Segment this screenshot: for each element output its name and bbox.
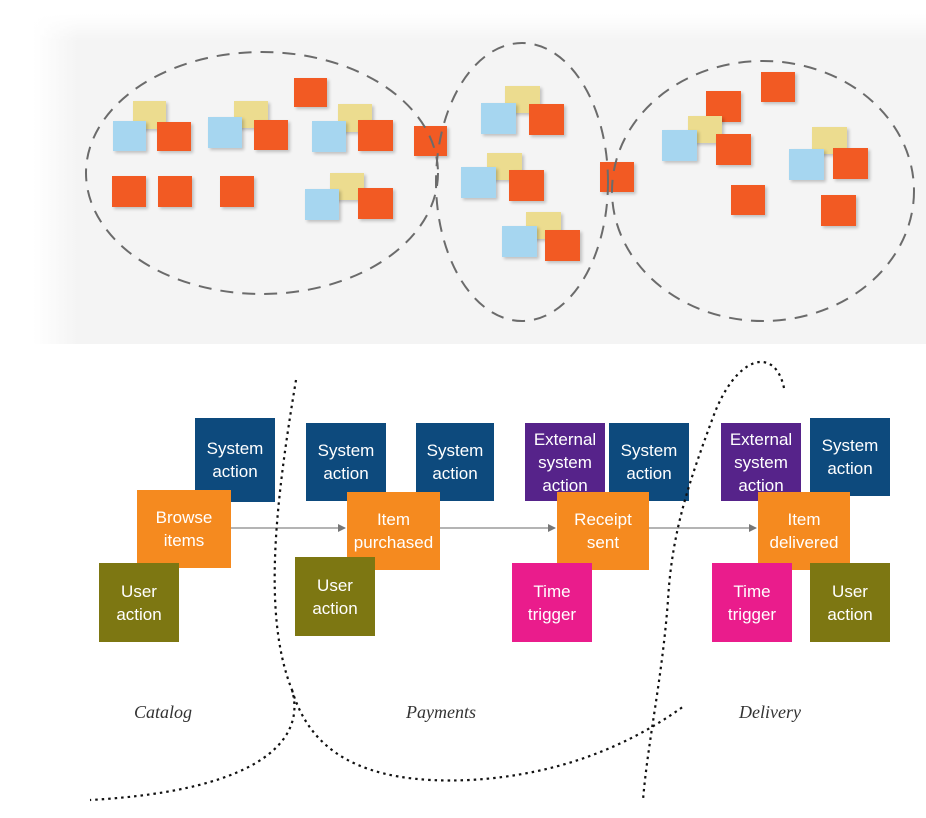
- sticky-note-blue: [113, 121, 146, 151]
- external-system-action-card: External system action: [525, 423, 605, 501]
- sticky-note-orange: [157, 122, 191, 151]
- sticky-note-orange: [529, 104, 564, 135]
- sticky-note-blue: [461, 167, 496, 198]
- sticky-note-blue: [789, 149, 824, 180]
- cluster-boundary-2: [435, 42, 609, 322]
- event-item-delivered: Item delivered: [758, 492, 850, 570]
- sticky-note-orange: [509, 170, 544, 201]
- cluster-boundary-1: [85, 51, 439, 295]
- event-receipt-sent: Receipt sent: [557, 492, 649, 570]
- sticky-note-orange: [414, 126, 447, 156]
- sticky-note-orange: [761, 72, 795, 102]
- context-boundary-delivery: [641, 360, 786, 801]
- user-action-card: User action: [99, 563, 179, 642]
- sticky-note-blue: [662, 130, 697, 161]
- sticky-note-orange: [158, 176, 192, 207]
- sticky-note-blue: [305, 189, 339, 220]
- sticky-note-orange: [821, 195, 856, 226]
- sticky-note-orange: [294, 78, 327, 107]
- sticky-note-orange: [833, 148, 868, 179]
- system-action-card: System action: [416, 423, 494, 501]
- context-label-payments: Payments: [406, 702, 476, 722]
- sticky-note-blue: [502, 226, 537, 257]
- board-fade-left: [33, 14, 78, 344]
- sticky-note-orange: [358, 120, 393, 151]
- time-trigger-card: Time trigger: [512, 563, 592, 642]
- sticky-note-orange: [600, 162, 634, 192]
- system-action-card: System action: [195, 418, 275, 502]
- user-action-card: User action: [810, 563, 890, 642]
- external-system-action-card: External system action: [721, 423, 801, 501]
- sticky-note-blue: [312, 121, 346, 152]
- time-trigger-card: Time trigger: [712, 563, 792, 642]
- context-label-catalog: Catalog: [134, 702, 193, 722]
- system-action-card: System action: [609, 423, 689, 501]
- board-fade-top: [33, 14, 926, 42]
- sticky-note-orange: [112, 176, 146, 207]
- cluster-boundary-3: [611, 60, 915, 322]
- sticky-note-orange: [545, 230, 580, 261]
- system-action-card: System action: [306, 423, 386, 501]
- context-label-delivery: Delivery: [739, 702, 801, 722]
- system-action-card: System action: [810, 418, 890, 496]
- user-action-card: User action: [295, 557, 375, 636]
- sticky-note-orange: [358, 188, 393, 219]
- sticky-note-orange: [716, 134, 751, 165]
- sticky-note-orange: [731, 185, 765, 215]
- sticky-note-blue: [481, 103, 516, 134]
- event-browse-items: Browse items: [137, 490, 231, 568]
- context-boundary-payments: [290, 689, 685, 782]
- sticky-note-orange: [254, 120, 288, 150]
- sticky-note-blue: [208, 117, 242, 148]
- sticky-note-orange: [220, 176, 254, 207]
- context-boundary-catalog: [89, 379, 298, 802]
